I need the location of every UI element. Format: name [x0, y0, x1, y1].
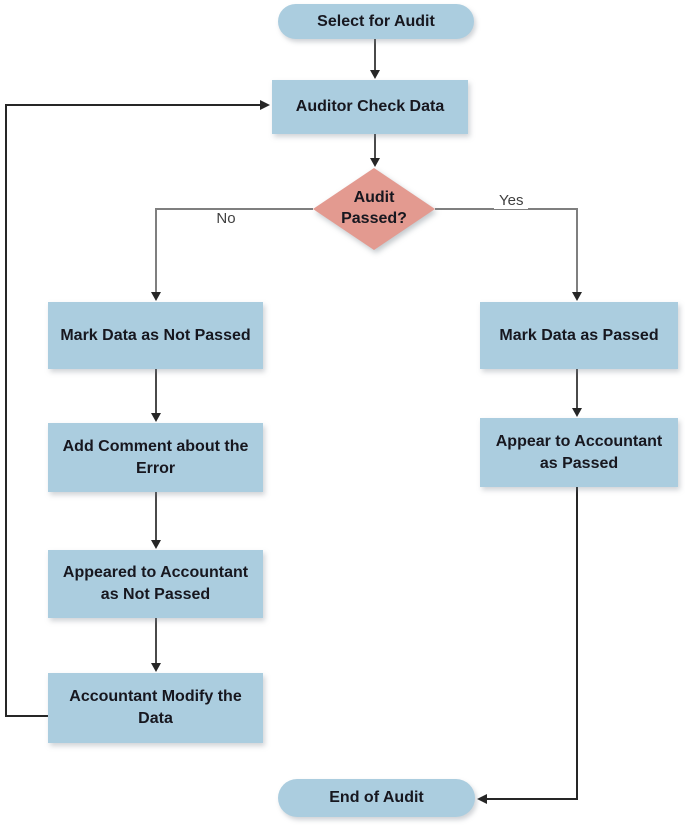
edge-modify-loop-to-check [5, 104, 260, 717]
node-mark-data-passed-label: Mark Data as Passed [499, 326, 659, 344]
edge-decision-no [155, 208, 313, 293]
edge-decision-yes [435, 208, 578, 293]
arrowhead-start-to-check [370, 70, 380, 79]
node-start-label: Select for Audit [317, 12, 435, 30]
node-add-comment-error: Add Comment about the Error [48, 423, 263, 492]
node-accountant-modify-data: Accountant Modify the Data [48, 673, 263, 743]
node-start: Select for Audit [278, 4, 474, 39]
arrowhead-marknot-to-comment [151, 413, 161, 422]
arrowhead-loop-to-check [260, 100, 270, 110]
node-auditor-check-data: Auditor Check Data [272, 80, 468, 134]
arrowhead-decision-no [151, 292, 161, 301]
node-audit-passed-decision: Audit Passed? [313, 168, 435, 250]
arrowhead-decision-yes [572, 292, 582, 301]
node-add-comment-error-label: Add Comment about the Error [62, 437, 249, 477]
decision-diamond-shape: Audit Passed? [313, 168, 435, 250]
node-auditor-check-data-label: Auditor Check Data [295, 98, 445, 116]
edge-appear-to-end [487, 487, 578, 800]
node-mark-data-passed: Mark Data as Passed [480, 302, 678, 369]
node-mark-data-not-passed: Mark Data as Not Passed [48, 302, 263, 369]
node-end-label: End of Audit [329, 789, 424, 807]
arrowhead-comment-to-appeared [151, 540, 161, 549]
arrowhead-check-to-decision [370, 158, 380, 167]
node-end: End of Audit [278, 779, 475, 817]
node-appeared-not-passed: Appeared to Accountant as Not Passed [48, 550, 263, 618]
node-appeared-not-passed-label: Appeared to Accountant as Not Passed [62, 564, 249, 603]
arrowhead-appeared-to-modify [151, 663, 161, 672]
arrowhead-appear-to-end [477, 794, 487, 804]
edge-label-no: No [216, 210, 236, 227]
node-mark-data-not-passed-label: Mark Data as Not Passed [60, 326, 251, 344]
edge-label-yes: Yes [494, 192, 529, 209]
arrowhead-markpassed-to-appear [572, 408, 582, 417]
node-appear-passed: Appear to Accountant as Passed [480, 418, 678, 487]
node-appear-passed-label: Appear to Accountant as Passed [495, 432, 663, 472]
node-accountant-modify-data-label: Accountant Modify the Data [69, 688, 242, 727]
node-audit-passed-label: Audit Passed? [341, 189, 407, 227]
